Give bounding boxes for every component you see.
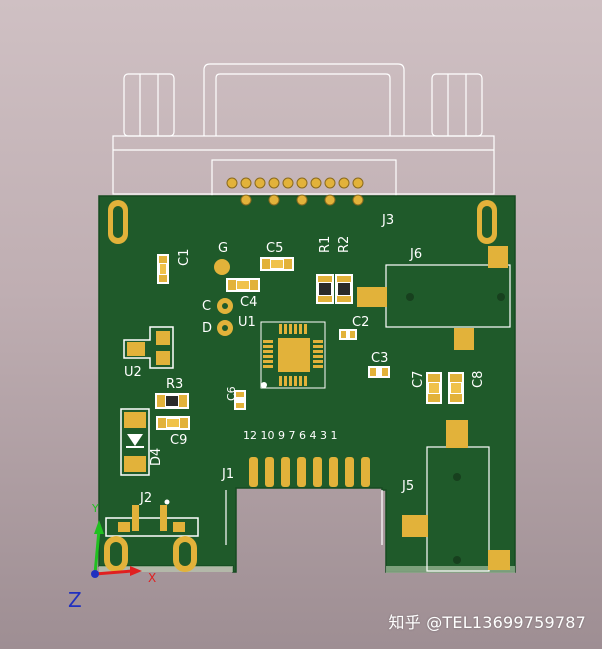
axis-x-marker: X xyxy=(148,571,156,585)
capacitor-c3[interactable] xyxy=(368,366,390,378)
connector-j5[interactable] xyxy=(402,420,510,572)
label-c2: C2 xyxy=(352,315,369,330)
capacitor-c2[interactable] xyxy=(339,329,357,340)
label-j1: J1 xyxy=(221,467,234,482)
resistor-r3[interactable] xyxy=(155,393,189,409)
label-c6: C6 xyxy=(225,386,238,401)
connector-j1-fingers[interactable] xyxy=(249,457,370,487)
resistor-r2[interactable] xyxy=(335,274,353,304)
j2-pin1-dot xyxy=(164,499,170,505)
capacitor-c6[interactable] xyxy=(234,390,246,410)
label-c9: C9 xyxy=(170,433,187,448)
label-d4: D4 xyxy=(149,448,164,466)
label-d: D xyxy=(202,321,212,336)
label-j2: J2 xyxy=(139,491,152,506)
pin-numbers: 12 10 9 7 6 4 3 1 xyxy=(243,429,337,442)
regulator-u2[interactable] xyxy=(123,326,174,369)
watermark: 知乎 @TEL13699759787 xyxy=(388,613,586,632)
label-c5: C5 xyxy=(266,241,283,256)
j3-header-pins xyxy=(226,177,364,206)
capacitor-c9[interactable] xyxy=(156,416,190,430)
label-c: C xyxy=(202,299,211,314)
connector-j6[interactable] xyxy=(357,246,511,350)
capacitor-c1[interactable] xyxy=(157,254,169,284)
label-c7: C7 xyxy=(411,371,426,388)
capacitor-c8[interactable] xyxy=(448,372,464,404)
test-point-g[interactable] xyxy=(214,259,230,275)
test-point-d-hole xyxy=(222,325,228,331)
db-connector-outline xyxy=(112,63,495,213)
label-j3: J3 xyxy=(381,213,394,228)
axis-triad: Y X Z xyxy=(68,502,156,612)
label-r2: R2 xyxy=(337,236,352,253)
diode-d4[interactable] xyxy=(120,408,150,476)
connector-j2[interactable] xyxy=(104,505,199,572)
capacitor-c5[interactable] xyxy=(260,257,294,271)
label-j6: J6 xyxy=(409,247,422,262)
label-u1: U1 xyxy=(238,315,256,330)
axis-y-marker: Y xyxy=(91,502,99,515)
label-u2: U2 xyxy=(124,365,142,380)
label-c8: C8 xyxy=(471,371,486,388)
resistor-r1[interactable] xyxy=(316,274,334,304)
test-point-c-hole xyxy=(222,303,228,309)
axis-z-label: Z xyxy=(68,588,82,612)
label-g: G xyxy=(218,241,228,256)
label-c3: C3 xyxy=(371,351,388,366)
mounting-slots xyxy=(108,200,497,244)
label-c4: C4 xyxy=(240,295,257,310)
j1-outline xyxy=(225,490,383,545)
label-c1: C1 xyxy=(177,249,192,266)
label-r1: R1 xyxy=(318,236,333,253)
capacitor-c4[interactable] xyxy=(226,278,260,292)
label-r3: R3 xyxy=(166,377,183,392)
label-j5: J5 xyxy=(401,479,414,494)
mcu-u1[interactable] xyxy=(260,321,326,389)
capacitor-c7[interactable] xyxy=(426,372,442,404)
